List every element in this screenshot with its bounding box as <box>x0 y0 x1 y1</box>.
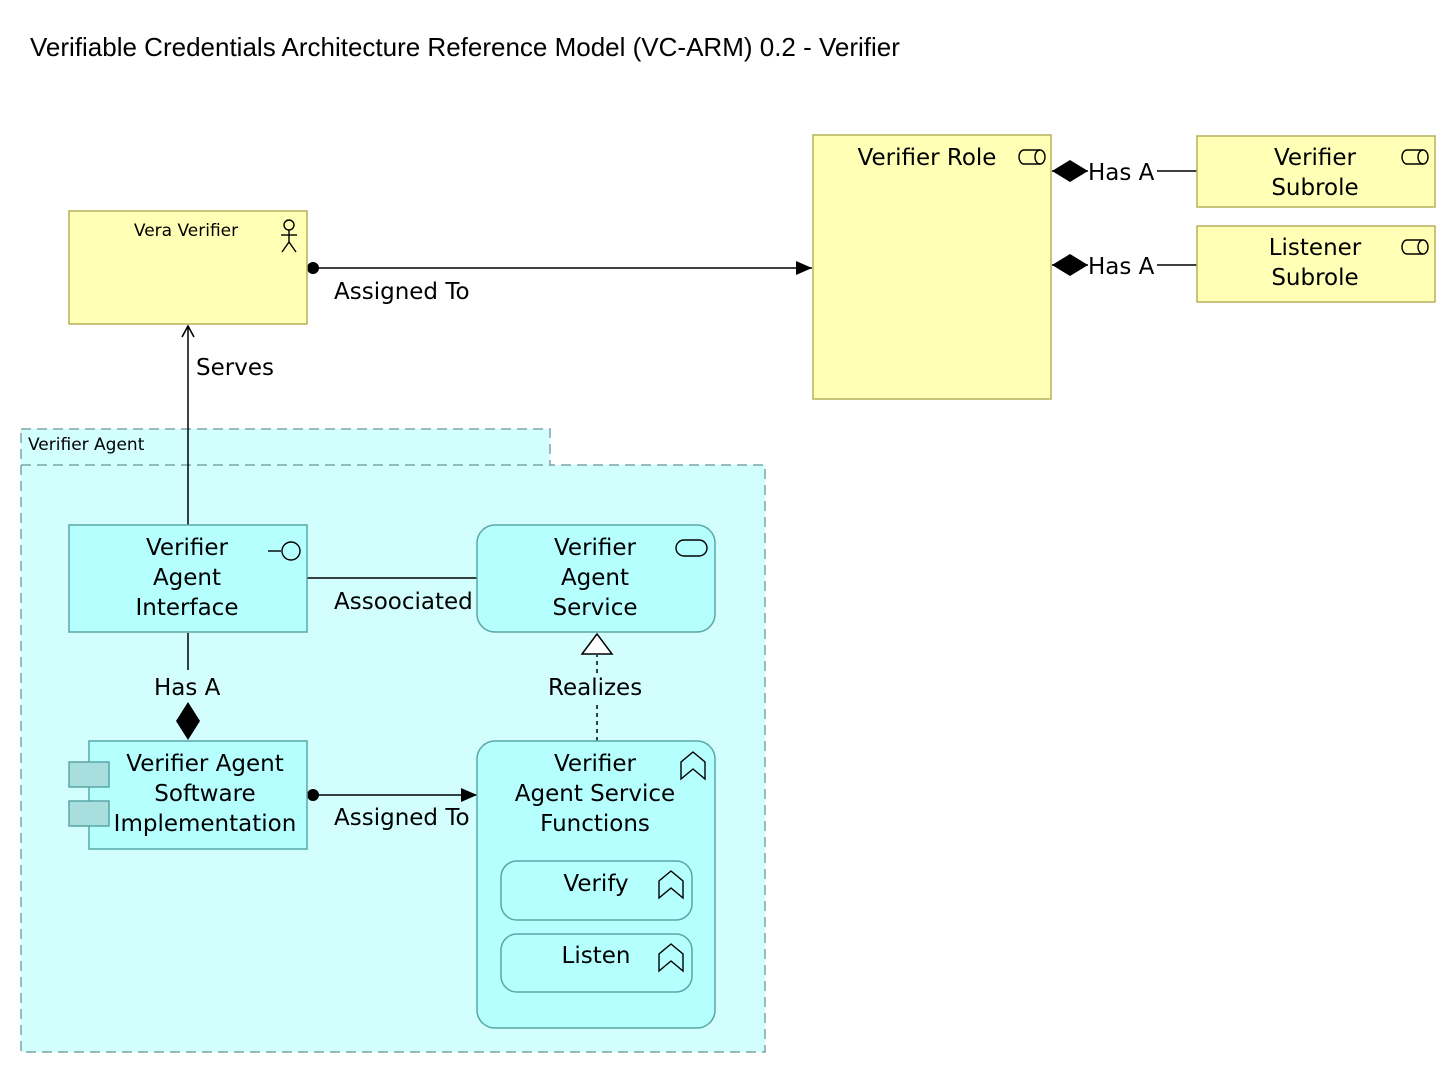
has-a-listener-subrole-label: Has A <box>1088 254 1155 280</box>
realizes-label: Realizes <box>548 675 642 701</box>
service-label-line2: Agent <box>561 565 629 591</box>
component-icon <box>68 800 110 827</box>
service-label-line1: Verifier <box>554 535 637 561</box>
vera-verifier-label: Vera Verifier <box>134 221 238 241</box>
verifier-agent-interface[interactable]: Verifier Agent Interface <box>68 524 308 633</box>
function-icon <box>680 751 706 781</box>
actor-icon <box>281 219 297 253</box>
serves-label: Serves <box>196 355 274 381</box>
listener-subrole-label-line1: Listener <box>1269 235 1362 261</box>
software-label-line1: Verifier Agent <box>126 751 283 777</box>
verify-function[interactable]: Verify <box>500 860 693 921</box>
listen-function[interactable]: Listen <box>500 933 693 993</box>
interface-label-line3: Interface <box>136 595 239 621</box>
assigned-to-role-label: Assigned To <box>334 279 470 305</box>
function-icon <box>658 870 684 900</box>
service-label-line3: Service <box>552 595 637 621</box>
verifier-role[interactable]: Verifier Role <box>812 134 1052 400</box>
interface-label-line2: Agent <box>153 565 221 591</box>
listen-label: Listen <box>562 943 631 969</box>
realization-arrowhead <box>580 632 614 655</box>
composition-diamond <box>176 702 200 740</box>
functions-label-line2: Agent Service <box>515 781 675 807</box>
role-icon <box>1401 149 1429 165</box>
interface-label-line1: Verifier <box>146 535 229 561</box>
listener-subrole-label-line2: Subrole <box>1271 265 1358 291</box>
verifier-role-label: Verifier Role <box>858 145 997 171</box>
role-icon <box>1401 239 1429 255</box>
software-label-line3: Implementation <box>114 811 297 837</box>
verifier-subrole[interactable]: Verifier Subrole <box>1196 135 1436 208</box>
composition-diamond <box>1052 160 1088 182</box>
composition-diamond <box>1052 254 1088 276</box>
diagram-title: Verifiable Credentials Architecture Refe… <box>30 32 900 62</box>
verifier-subrole-label-line1: Verifier <box>1274 145 1357 171</box>
functions-label-line3: Functions <box>540 811 650 837</box>
component-icon <box>68 761 110 788</box>
role-icon <box>1018 149 1046 165</box>
group-label: Verifier Agent <box>28 435 145 455</box>
verifier-subrole-label-line2: Subrole <box>1271 175 1358 201</box>
listener-subrole[interactable]: Listener Subrole <box>1196 225 1436 303</box>
verifier-agent-software-implementation[interactable]: Verifier Agent Software Implementation <box>68 740 308 850</box>
vera-verifier-actor[interactable]: Vera Verifier <box>68 210 308 325</box>
interface-icon <box>268 541 301 561</box>
functions-label-line1: Verifier <box>554 751 637 777</box>
verify-label: Verify <box>563 871 628 897</box>
assigned-to-functions-label: Assigned To <box>334 805 470 831</box>
has-a-verifier-subrole-label: Has A <box>1088 160 1155 186</box>
verifier-agent-service[interactable]: Verifier Agent Service <box>476 524 716 633</box>
service-icon <box>675 539 708 557</box>
function-icon <box>658 943 684 973</box>
has-a-software-label: Has A <box>154 675 221 701</box>
software-label-line2: Software <box>154 781 255 807</box>
